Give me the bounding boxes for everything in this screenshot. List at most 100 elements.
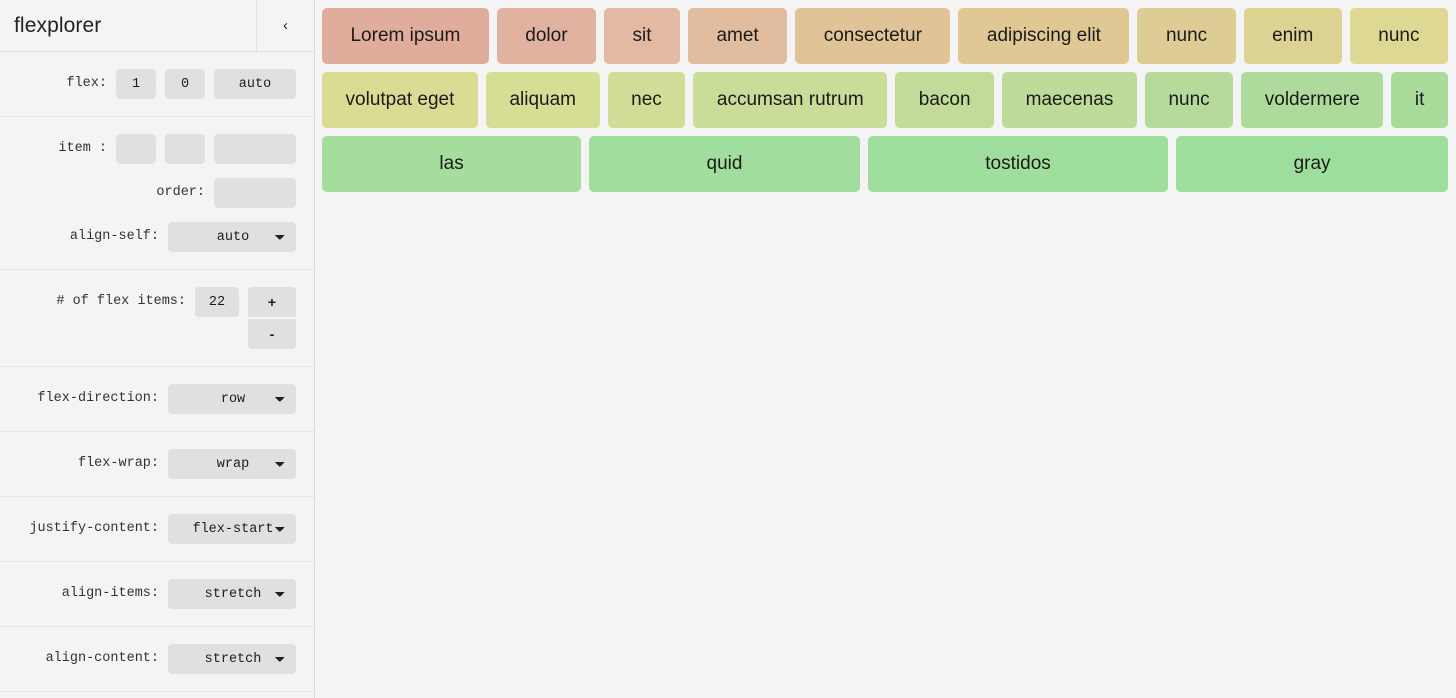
flex-item[interactable]: adipiscing elit xyxy=(958,8,1130,64)
item-flex-group xyxy=(116,134,296,164)
add-item-button[interactable]: + xyxy=(248,287,296,317)
remove-item-button[interactable]: - xyxy=(248,319,296,349)
item-count-input[interactable] xyxy=(195,287,239,317)
section-align-content: align-content: flex-startflex-endcentersp… xyxy=(0,627,314,692)
flex-item-label: accumsan rutrum xyxy=(716,89,864,110)
flex-item-label: amet xyxy=(716,25,759,46)
row-flex-wrap: flex-wrap: nowrapwrapwrap-reverse xyxy=(0,442,314,486)
flex-wrap-label: flex-wrap: xyxy=(77,456,159,471)
flex-item-label: maecenas xyxy=(1025,89,1114,110)
flex-item-label: aliquam xyxy=(509,89,577,110)
flex-item[interactable]: nec xyxy=(607,72,686,128)
align-content-label: align-content: xyxy=(45,651,159,666)
flex-item-label: adipiscing elit xyxy=(986,25,1101,46)
section-item-properties: item : order: align-self: autoflex-start… xyxy=(0,117,314,270)
flex-direction-select[interactable]: rowrow-reversecolumncolumn-reverse xyxy=(168,384,296,414)
flex-item-label: nunc xyxy=(1168,89,1210,110)
align-content-select[interactable]: flex-startflex-endcenterspace-betweenspa… xyxy=(168,644,296,674)
item-flex-shrink-input[interactable] xyxy=(165,134,205,164)
page-title: flexplorer xyxy=(14,13,102,37)
flex-item[interactable]: dolor xyxy=(496,8,597,64)
flex-item[interactable]: nunc xyxy=(1349,8,1448,64)
row-align-items: align-items: flex-startflex-endcenterbase… xyxy=(0,572,314,616)
align-items-label: align-items: xyxy=(61,586,159,601)
item-count-controls: + - xyxy=(195,287,296,349)
flex-item-label: consectetur xyxy=(823,25,922,46)
flex-item-label: sit xyxy=(632,25,652,46)
row-align-content: align-content: flex-startflex-endcentersp… xyxy=(0,637,314,681)
justify-content-label: justify-content: xyxy=(29,521,159,536)
flex-item[interactable]: enim xyxy=(1243,8,1342,64)
section-flex-shorthand: flex: xyxy=(0,52,314,117)
flex-item[interactable]: gray xyxy=(1176,136,1448,192)
item-flex-grow-input[interactable] xyxy=(116,134,156,164)
flex-item[interactable]: quid xyxy=(589,136,860,192)
row-item: item : xyxy=(0,127,314,171)
flex-item-label: las xyxy=(439,153,464,174)
flex-container: Lorem ipsum dolor sit amet consectetur adipis… xyxy=(315,0,1456,698)
flex-item[interactable]: nunc xyxy=(1137,8,1236,64)
flex-item-label: Lorem ipsum xyxy=(350,25,461,46)
item-flex-basis-input[interactable] xyxy=(214,134,296,164)
flex-item-label: volutpat eget xyxy=(345,89,455,110)
flex-canvas: Lorem ipsum dolor sit amet consectetur adipis… xyxy=(315,0,1456,698)
flex-item-label: bacon xyxy=(918,89,971,110)
flex-item[interactable]: sit xyxy=(604,8,680,64)
sidebar-collapse-button[interactable]: ‹ xyxy=(256,0,314,52)
flex-label: flex: xyxy=(66,76,107,91)
section-item-count: # of flex items: + - xyxy=(0,270,314,367)
section-container-properties: flex-direction: rowrow-reversecolumncolum… xyxy=(0,367,314,692)
flex-item[interactable]: it xyxy=(1391,72,1448,128)
flex-item[interactable]: volutpat eget xyxy=(322,72,478,128)
flex-item-label: tostidos xyxy=(985,153,1051,174)
row-justify-content: justify-content: flex-startflex-endcenter… xyxy=(0,507,314,551)
row-flex-direction: flex-direction: rowrow-reversecolumncolum… xyxy=(0,377,314,421)
flex-item-label: voldermere xyxy=(1264,89,1360,110)
flex-item[interactable]: amet xyxy=(687,8,788,64)
row-align-self: align-self: autoflex-startflex-endcenter… xyxy=(0,215,314,259)
align-items-select[interactable]: flex-startflex-endcenterbaselinestretch xyxy=(168,579,296,609)
flex-item-label: gray xyxy=(1293,153,1331,174)
row-item-count: # of flex items: + - xyxy=(0,280,314,356)
flex-item[interactable]: tostidos xyxy=(867,136,1169,192)
flex-item-label: it xyxy=(1414,89,1425,110)
flex-item-label: enim xyxy=(1272,25,1314,46)
flex-item-label: quid xyxy=(706,153,743,174)
sidebar-header: flexplorer ‹ xyxy=(0,0,314,52)
align-self-label: align-self: xyxy=(69,229,159,244)
flex-grow-input[interactable] xyxy=(116,69,156,99)
flex-item-label: nunc xyxy=(1378,25,1420,46)
section-align-items: align-items: flex-startflex-endcenterbase… xyxy=(0,562,314,627)
flex-item[interactable]: Lorem ipsum xyxy=(322,8,489,64)
row-flex: flex: xyxy=(0,62,314,106)
flex-item-label: nunc xyxy=(1165,25,1208,46)
flex-item[interactable]: voldermere xyxy=(1241,72,1384,128)
flex-item-label: nec xyxy=(631,89,662,110)
flex-wrap-select[interactable]: nowrapwrapwrap-reverse xyxy=(168,449,296,479)
section-flex-direction: flex-direction: rowrow-reversecolumncolum… xyxy=(0,367,314,432)
flex-item[interactable]: bacon xyxy=(895,72,995,128)
order-input[interactable] xyxy=(214,178,296,208)
order-label: order: xyxy=(156,185,205,200)
flex-item-label: dolor xyxy=(525,25,568,46)
section-flex-wrap: flex-wrap: nowrapwrapwrap-reverse xyxy=(0,432,314,497)
flex-item[interactable]: nunc xyxy=(1144,72,1234,128)
flex-item[interactable]: maecenas xyxy=(1002,72,1137,128)
flex-shorthand-group xyxy=(116,69,296,99)
flex-direction-label: flex-direction: xyxy=(37,391,159,406)
item-label: item : xyxy=(58,141,107,156)
chevron-left-icon: ‹ xyxy=(283,17,288,34)
justify-content-select[interactable]: flex-startflex-endcenterspace-betweenspa… xyxy=(168,514,296,544)
align-self-select[interactable]: autoflex-startflex-endcenterbaselinestre… xyxy=(168,222,296,252)
flex-item[interactable]: consectetur xyxy=(795,8,951,64)
item-count-stepper: + - xyxy=(248,287,296,349)
item-count-label: # of flex items: xyxy=(56,294,186,309)
flex-shrink-input[interactable] xyxy=(165,69,205,99)
flex-item[interactable]: aliquam xyxy=(485,72,600,128)
flex-item[interactable]: las xyxy=(322,136,582,192)
row-order: order: xyxy=(0,171,314,215)
flex-basis-input[interactable] xyxy=(214,69,296,99)
sidebar: flexplorer ‹ flex: item : xyxy=(0,0,315,698)
flex-item[interactable]: accumsan rutrum xyxy=(693,72,888,128)
